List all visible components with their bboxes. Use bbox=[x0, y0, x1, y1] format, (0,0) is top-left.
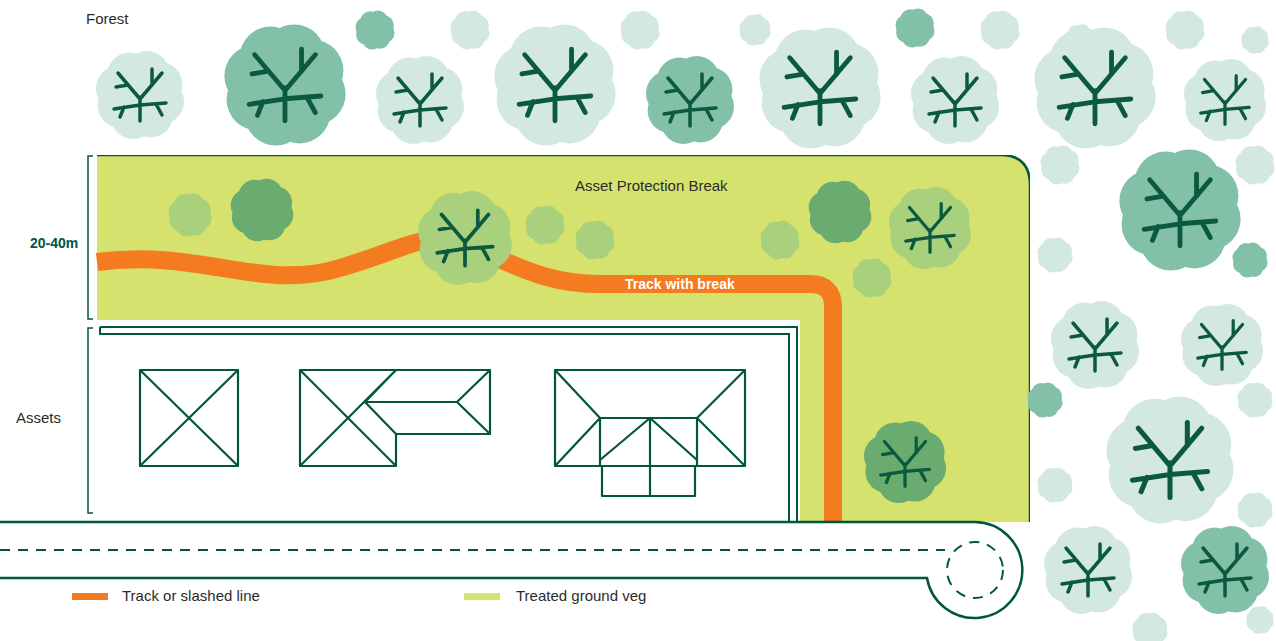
tree bbox=[911, 56, 999, 144]
shrub bbox=[1232, 242, 1267, 277]
tree bbox=[1181, 526, 1269, 614]
buildings bbox=[140, 370, 745, 496]
tree bbox=[224, 24, 345, 145]
area-label: Asset Protection Break bbox=[575, 177, 728, 195]
tree bbox=[1184, 59, 1266, 141]
legend-swatch bbox=[464, 593, 500, 600]
shrub bbox=[809, 181, 872, 244]
shrub bbox=[620, 10, 659, 49]
legend-text: Track or slashed line bbox=[122, 587, 260, 605]
shrub bbox=[1235, 145, 1274, 184]
shrub bbox=[1237, 492, 1272, 527]
tree bbox=[759, 27, 880, 148]
tree bbox=[96, 51, 184, 139]
track-label: Track with break bbox=[625, 275, 735, 293]
tree bbox=[889, 187, 971, 269]
shrub bbox=[450, 10, 489, 49]
dimension-label: 20-40m bbox=[30, 234, 78, 252]
shrub bbox=[1040, 145, 1079, 184]
shrub bbox=[980, 10, 1019, 49]
tree bbox=[1106, 396, 1233, 523]
shrub bbox=[739, 14, 770, 45]
road bbox=[0, 522, 1022, 618]
region-label: Assets bbox=[16, 409, 61, 427]
shrub bbox=[1027, 382, 1062, 417]
tree bbox=[376, 56, 464, 144]
shrub bbox=[895, 8, 934, 47]
tree bbox=[1119, 149, 1240, 270]
tree bbox=[1034, 27, 1155, 148]
tree bbox=[418, 191, 512, 285]
shrub bbox=[575, 220, 614, 259]
bracket bbox=[88, 156, 93, 513]
tree bbox=[1181, 304, 1263, 386]
region-label: Forest bbox=[86, 10, 129, 28]
shrub bbox=[1165, 10, 1204, 49]
shrub bbox=[760, 220, 799, 259]
legend-swatch bbox=[72, 593, 108, 600]
shrub bbox=[355, 10, 394, 49]
shrub bbox=[1037, 467, 1072, 502]
shrub bbox=[1037, 237, 1072, 272]
shrub bbox=[1241, 26, 1268, 53]
asset-boundary bbox=[100, 327, 797, 522]
legend-text: Treated ground veg bbox=[516, 587, 646, 605]
shrub bbox=[852, 258, 891, 297]
shrub bbox=[1237, 382, 1272, 417]
tree bbox=[494, 24, 615, 145]
shrub bbox=[1246, 606, 1273, 633]
shrub bbox=[231, 179, 294, 242]
tree bbox=[1051, 301, 1139, 389]
shrub bbox=[1132, 612, 1167, 641]
shrub bbox=[168, 193, 211, 236]
tree bbox=[864, 421, 946, 503]
shrub bbox=[525, 205, 564, 244]
tree bbox=[646, 56, 734, 144]
tree bbox=[1044, 526, 1132, 614]
